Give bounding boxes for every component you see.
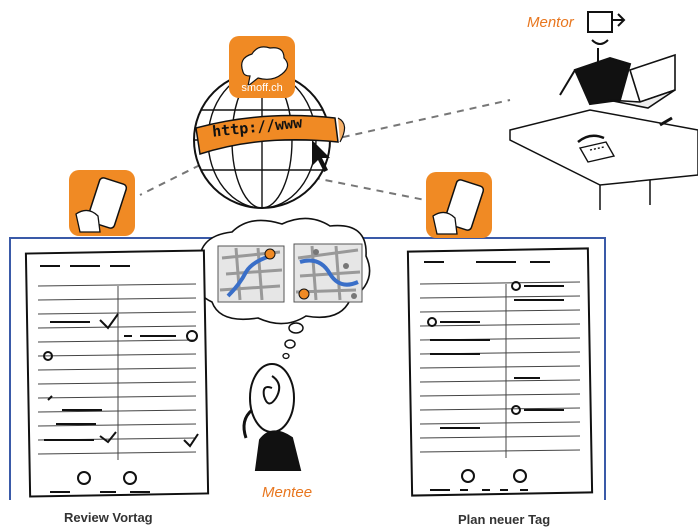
map-icon xyxy=(218,246,284,302)
review-caption: Review Vortag xyxy=(64,510,153,525)
mentee-label: Mentee xyxy=(262,484,312,501)
app-name-label: smoff.ch xyxy=(232,82,292,94)
mentor-desk xyxy=(510,110,698,210)
phone-app-icon xyxy=(426,172,492,238)
phone-app-icon xyxy=(69,170,135,236)
review-worksheet xyxy=(26,250,208,496)
mentee-figure xyxy=(244,364,300,470)
map-icon xyxy=(294,244,362,302)
mentor-label: Mentor xyxy=(527,14,574,31)
plan-worksheet xyxy=(408,248,592,495)
plan-caption: Plan neuer Tag xyxy=(458,512,550,527)
